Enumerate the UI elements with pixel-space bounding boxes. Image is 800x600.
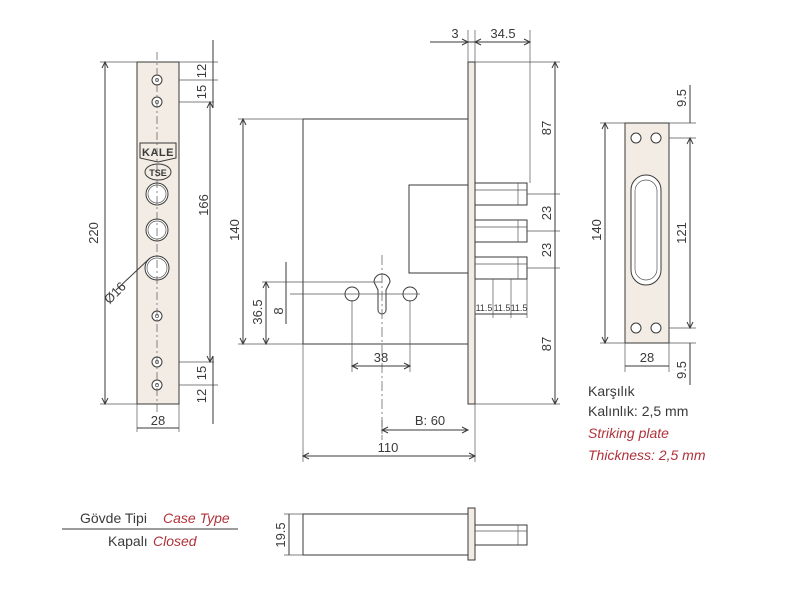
lock-depth: 110 [378, 440, 399, 455]
backset: B: 60 [415, 413, 445, 428]
striking-plate-height: 140 [589, 219, 604, 241]
front-plate-height: 220 [86, 222, 101, 244]
striking-caption-tr-2: Kalınlık: 2,5 mm [588, 403, 688, 419]
cylinder-offset: 36.5 [250, 299, 265, 324]
bolt [474, 182, 528, 206]
svg-text:KALE: KALE [142, 147, 174, 159]
bolt [474, 219, 528, 243]
striking-bottom-margin: 9.5 [674, 361, 689, 379]
striking-caption-tr-1: Karşılık [588, 383, 636, 399]
front-plate-view: KALE TSE 220 166 12 [86, 40, 218, 432]
bolts [474, 182, 528, 280]
striking-plate-width: 28 [640, 350, 654, 365]
bolt-width-3: 11.5 [511, 303, 528, 313]
top-gap: 87 [539, 121, 554, 135]
striking-plate-screw-holes [630, 132, 662, 334]
side-bolt [474, 524, 528, 546]
case-type-value-tr: Kapalı [108, 533, 148, 549]
center-distance: 38 [374, 350, 388, 365]
case-type-label-en: Case Type [163, 510, 230, 526]
screw-hole [630, 322, 642, 334]
front-plate-width: 28 [151, 413, 165, 428]
case-type-value-en: Closed [153, 533, 198, 549]
striking-top-margin: 9.5 [674, 89, 689, 107]
front-plate-inner-height: 166 [196, 194, 211, 216]
bottom-spacing-1: 15 [194, 366, 209, 380]
case-side-view [302, 513, 469, 556]
screw-hole [650, 132, 662, 144]
striking-slot [630, 174, 662, 286]
lock-body-height: 140 [227, 219, 242, 241]
kale-logo: KALE [139, 142, 177, 163]
case-type-section: Gövde Tipi Case Type Kapalı Closed 19.5 [62, 507, 528, 561]
faceplate-thickness: 3 [451, 26, 458, 41]
case-type-label-tr: Gövde Tipi [80, 510, 147, 526]
screw-hole [630, 132, 642, 144]
case-side-height: 19.5 [273, 522, 288, 547]
cylinder-small-offset: 8 [271, 307, 286, 314]
bolt [474, 256, 528, 280]
top-spacing-2: 15 [194, 85, 209, 99]
svg-text:TSE: TSE [149, 168, 167, 178]
bolt-spacing-1: 23 [539, 206, 554, 220]
bottom-spacing-2: 12 [194, 389, 209, 403]
bottom-gap: 87 [539, 337, 554, 351]
striking-caption-en-2: Thickness: 2,5 mm [588, 447, 706, 463]
lock-body-view: 140 36.5 8 38 B: 60 110 3 34.5 [227, 26, 560, 462]
bolt-projection: 34.5 [490, 26, 515, 41]
bolt-width-2: 11.5 [494, 303, 511, 313]
tse-logo: TSE [144, 163, 172, 181]
top-spacing-1: 12 [194, 64, 209, 78]
side-faceplate [467, 507, 476, 561]
lock-faceplate [467, 61, 476, 405]
bolt-spacing-2: 23 [539, 243, 554, 257]
striking-caption-en-1: Striking plate [588, 425, 669, 441]
striking-slot-length: 121 [674, 222, 689, 244]
striking-plate-view: 140 121 9.5 9.5 28 Karşılık Kalınlık: 2,… [588, 85, 706, 463]
bolt-housing [408, 184, 470, 274]
bolt-width-1: 11.5 [476, 303, 493, 313]
screw-hole [650, 322, 662, 334]
